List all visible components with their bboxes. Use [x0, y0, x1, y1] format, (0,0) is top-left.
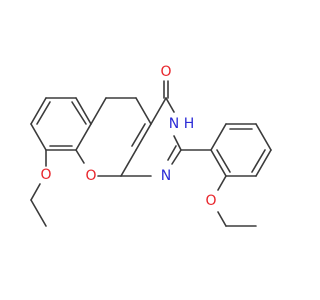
bond — [210, 123, 227, 151]
imine-nitrogen-label: N — [161, 168, 171, 184]
bond — [30, 199, 47, 227]
bonds — [30, 80, 272, 227]
bond — [173, 135, 182, 151]
bond — [251, 149, 266, 173]
bond — [71, 101, 87, 125]
bond — [167, 145, 177, 161]
ring-oxygen-label: O — [85, 168, 96, 184]
amide-nitrogen-label: N — [169, 116, 179, 132]
atom-labels: O N H N O O O — [40, 64, 216, 209]
bond — [30, 183, 41, 201]
bond — [171, 149, 182, 165]
bond — [217, 175, 227, 191]
carbonyl-oxygen-label: O — [160, 64, 171, 80]
bond — [216, 149, 231, 173]
bond — [36, 101, 51, 125]
bond — [75, 149, 85, 164]
bond — [30, 123, 47, 151]
bond — [90, 97, 107, 125]
methoxy-oxygen-label: O — [205, 193, 216, 209]
bond — [75, 123, 92, 151]
bond — [30, 97, 47, 125]
bond — [210, 149, 227, 177]
bond — [217, 211, 227, 227]
bond — [75, 97, 92, 125]
molecule-structure-diagram: O N H N O O O — [30, 64, 272, 227]
ethoxy-oxygen-label: O — [40, 167, 51, 183]
bond — [255, 149, 272, 177]
bond — [135, 97, 152, 125]
bond — [120, 149, 137, 177]
bond — [255, 123, 272, 151]
amide-hydrogen-label: H — [184, 116, 195, 132]
bond — [131, 123, 146, 147]
bond — [165, 97, 175, 113]
bond — [150, 97, 167, 125]
bond — [135, 123, 152, 151]
